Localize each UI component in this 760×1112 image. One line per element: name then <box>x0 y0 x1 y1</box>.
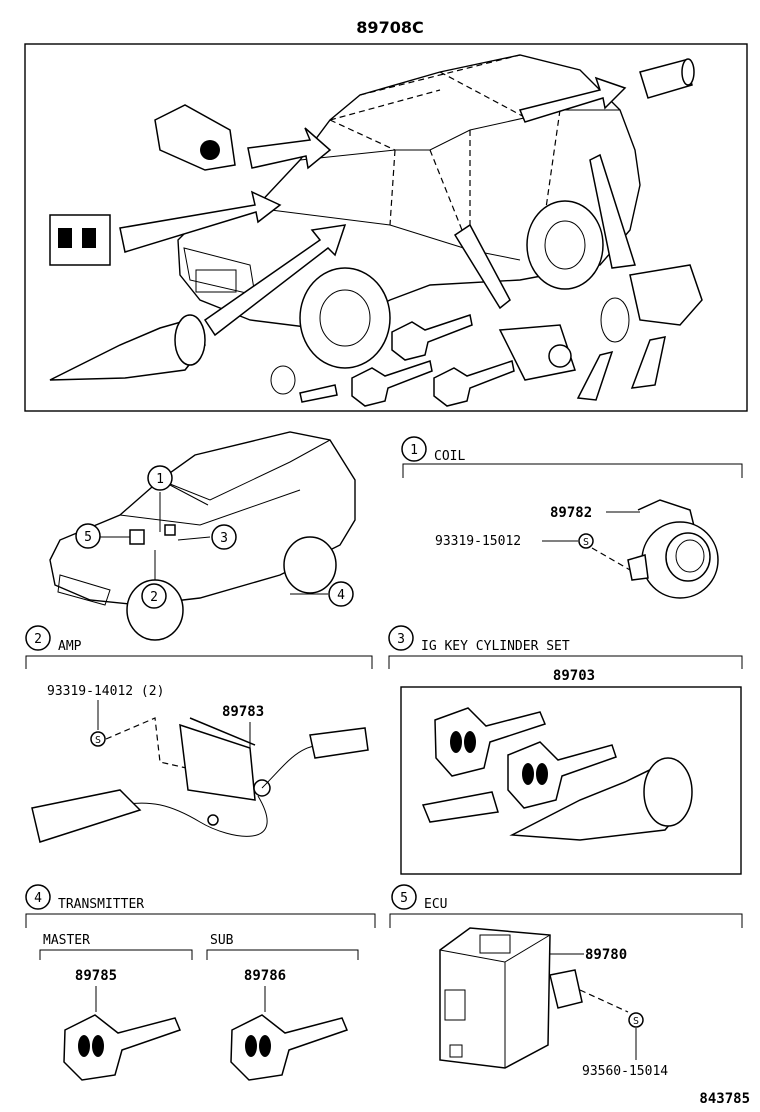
locator-callout-2 <box>141 583 167 609</box>
ecu-part-illustration <box>439 927 583 1069</box>
part-number: 93319-14012 (2) <box>47 684 164 699</box>
part-number: 89783 <box>222 704 264 720</box>
section-transmitter: 4 TRANSMITTER MASTER SUB 89785 89786 <box>25 884 376 1081</box>
part-number: 93560-15014 <box>582 1064 668 1079</box>
transmitter-key-master <box>63 1014 181 1081</box>
section-index: 2 <box>34 632 42 647</box>
part-number: 89786 <box>244 968 286 984</box>
section-ecu: 5 ECU 89780 S 93560-15014 <box>389 884 743 1079</box>
section-bracket <box>25 655 373 669</box>
screw-symbol <box>628 1012 644 1028</box>
screw-symbol <box>578 533 594 549</box>
part-number: 93319-15012 <box>435 534 521 549</box>
part-number: 89785 <box>75 968 117 984</box>
locator-callouts: 1 2 3 4 5 <box>75 465 354 609</box>
illustration-number: 843785 <box>699 1091 750 1107</box>
section-index: 5 <box>400 891 408 906</box>
part-number: 89782 <box>550 505 592 521</box>
section-amp: 2 AMP 93319-14012 (2) S 89783 <box>25 625 373 843</box>
section-bracket <box>25 913 376 928</box>
amp-part-illustration <box>31 717 369 843</box>
section-title: IG KEY CYLINDER SET <box>421 639 570 654</box>
section-title: TRANSMITTER <box>58 897 144 912</box>
overview-frame <box>24 43 748 412</box>
sub-title: MASTER <box>43 933 90 948</box>
locator-callout-4 <box>328 581 354 607</box>
locator-callout-label: 5 <box>84 530 92 545</box>
transmitter-key-sub <box>230 1014 348 1081</box>
sub-bracket <box>206 949 359 960</box>
sub-title: SUB <box>210 933 234 948</box>
locator-callout-label: 4 <box>337 588 345 603</box>
section-bracket <box>389 913 743 928</box>
screw-symbol-label: S <box>633 1016 639 1027</box>
section-index: 1 <box>410 443 418 458</box>
section-title: AMP <box>58 639 82 654</box>
locator-callout-label: 2 <box>150 590 158 605</box>
section-bracket <box>402 463 743 478</box>
screw-symbol-label: S <box>583 537 589 548</box>
section-index: 3 <box>397 632 405 647</box>
kit-frame <box>400 686 742 875</box>
locator-callout-5 <box>75 523 101 549</box>
section-title: COIL <box>434 449 465 464</box>
section-bracket <box>388 655 743 669</box>
part-number: 89703 <box>553 668 595 684</box>
locator-callout-3 <box>211 524 237 550</box>
locator-callout-1 <box>147 465 173 491</box>
sub-bracket <box>39 949 193 960</box>
coil-part-illustration <box>627 499 719 599</box>
section-ig-key-cylinder-set: 3 IG KEY CYLINDER SET 89703 <box>388 625 743 875</box>
overview-vehicle-illustration <box>49 54 703 407</box>
assembly-number: 89708C <box>356 18 423 37</box>
part-number: 89780 <box>585 947 627 963</box>
section-title: ECU <box>424 897 447 912</box>
section-coil: 1 COIL 89782 93319-15012 S <box>401 436 743 599</box>
section-index: 4 <box>34 891 42 906</box>
locator-callout-label: 3 <box>220 531 228 546</box>
ig-key-kit-illustration <box>421 707 693 841</box>
locator-callout-label: 1 <box>156 472 164 487</box>
screw-symbol-label: S <box>95 735 101 746</box>
screw-symbol <box>90 731 106 747</box>
